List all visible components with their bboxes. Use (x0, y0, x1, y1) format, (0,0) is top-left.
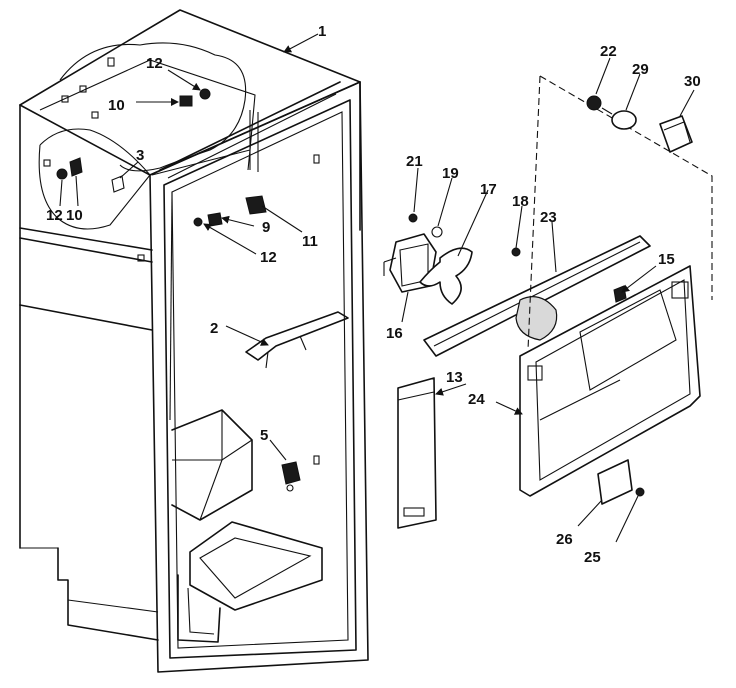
part-13-duct (397, 377, 437, 529)
callout-13: 13 (446, 369, 463, 386)
callout-22: 22 (600, 43, 617, 60)
callout-11: 11 (302, 233, 318, 250)
callout-19: 19 (442, 165, 459, 182)
callout-labels: 1 2 3 5 9 10 10 11 12 12 12 13 1 (46, 23, 701, 566)
callout-12-upper: 12 (146, 55, 163, 72)
callout-17: 17 (480, 181, 497, 198)
callout-9: 9 (262, 219, 270, 236)
callout-25: 25 (584, 549, 601, 566)
callout-21: 21 (406, 153, 423, 170)
evaporator-cover (423, 235, 701, 505)
callout-10-lower: 10 (66, 207, 83, 224)
callout-1: 1 (318, 23, 326, 40)
callout-5: 5 (260, 427, 268, 444)
callout-12-mid: 12 (260, 249, 277, 266)
callout-23: 23 (540, 209, 557, 226)
callout-18: 18 (512, 193, 529, 210)
callout-12-left: 12 (46, 207, 63, 224)
cabinet-hardware (56, 88, 349, 492)
cabinet-liner (19, 9, 369, 673)
callout-3: 3 (136, 147, 144, 164)
callout-16: 16 (386, 325, 403, 342)
light-assembly (527, 75, 713, 351)
callout-2: 2 (210, 320, 218, 337)
callout-10-upper: 10 (108, 97, 125, 114)
fan-motor-assembly (383, 213, 521, 305)
callout-24: 24 (468, 391, 485, 408)
callout-26: 26 (556, 531, 573, 548)
callout-30: 30 (684, 73, 701, 90)
callout-15: 15 (658, 251, 675, 268)
callout-29: 29 (632, 61, 649, 78)
